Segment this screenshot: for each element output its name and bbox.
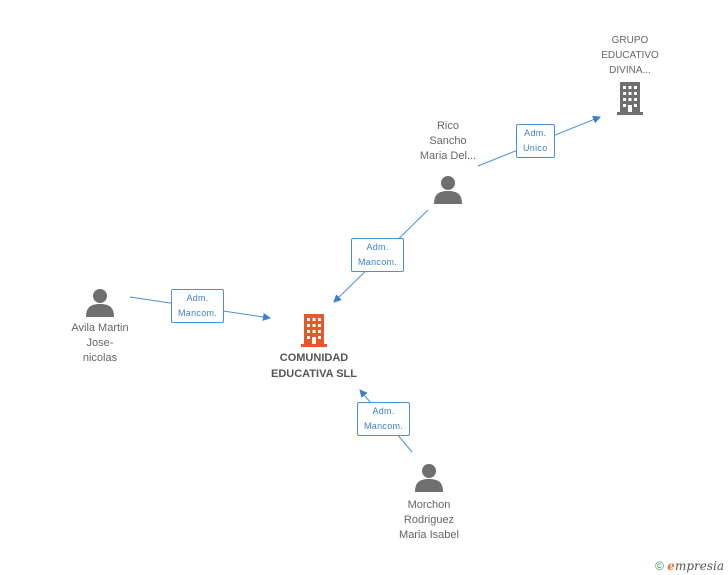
copyright-icon: ©: [655, 559, 664, 573]
node-grupo-educativo[interactable]: GRUPO EDUCATIVO DIVINA...: [590, 33, 670, 116]
person-icon: [434, 176, 462, 204]
edge-label-avila-comunidad[interactable]: Adm. Mancom.: [171, 289, 225, 323]
brand-rest: mpresia: [674, 559, 724, 573]
person-icon: [86, 289, 114, 317]
empresia-logo: © empresia: [655, 559, 724, 573]
node-comunidad-label: COMUNIDAD EDUCATIVA SLL: [271, 352, 357, 380]
node-rico-label: Rico Sancho Maria Del...: [419, 120, 477, 162]
person-icon: [415, 464, 443, 492]
node-avila-label: Avila Martin Jose- nicolas: [71, 322, 129, 364]
brand-e: e: [667, 559, 675, 573]
edge-label-rico-comunidad[interactable]: Adm. Mancom.: [351, 238, 405, 272]
edge-label-morchon-comunidad[interactable]: Adm. Mancom.: [357, 402, 411, 436]
node-morchon-label: Morchon Rodriguez Maria Isabel: [399, 499, 459, 541]
edge-label-rico-grupo[interactable]: Adm. Unico: [516, 124, 555, 158]
building-icon: [617, 82, 643, 115]
node-rico-sancho[interactable]: Rico Sancho Maria Del...: [400, 119, 496, 206]
building-icon: [301, 314, 327, 347]
node-comunidad-educativa[interactable]: COMUNIDAD EDUCATIVA SLL: [256, 312, 372, 382]
node-avila-martin[interactable]: Avila Martin Jose- nicolas: [52, 287, 148, 366]
node-morchon-rodriguez[interactable]: Morchon Rodriguez Maria Isabel: [381, 462, 477, 543]
node-grupo-label: GRUPO EDUCATIVO DIVINA...: [601, 35, 659, 76]
